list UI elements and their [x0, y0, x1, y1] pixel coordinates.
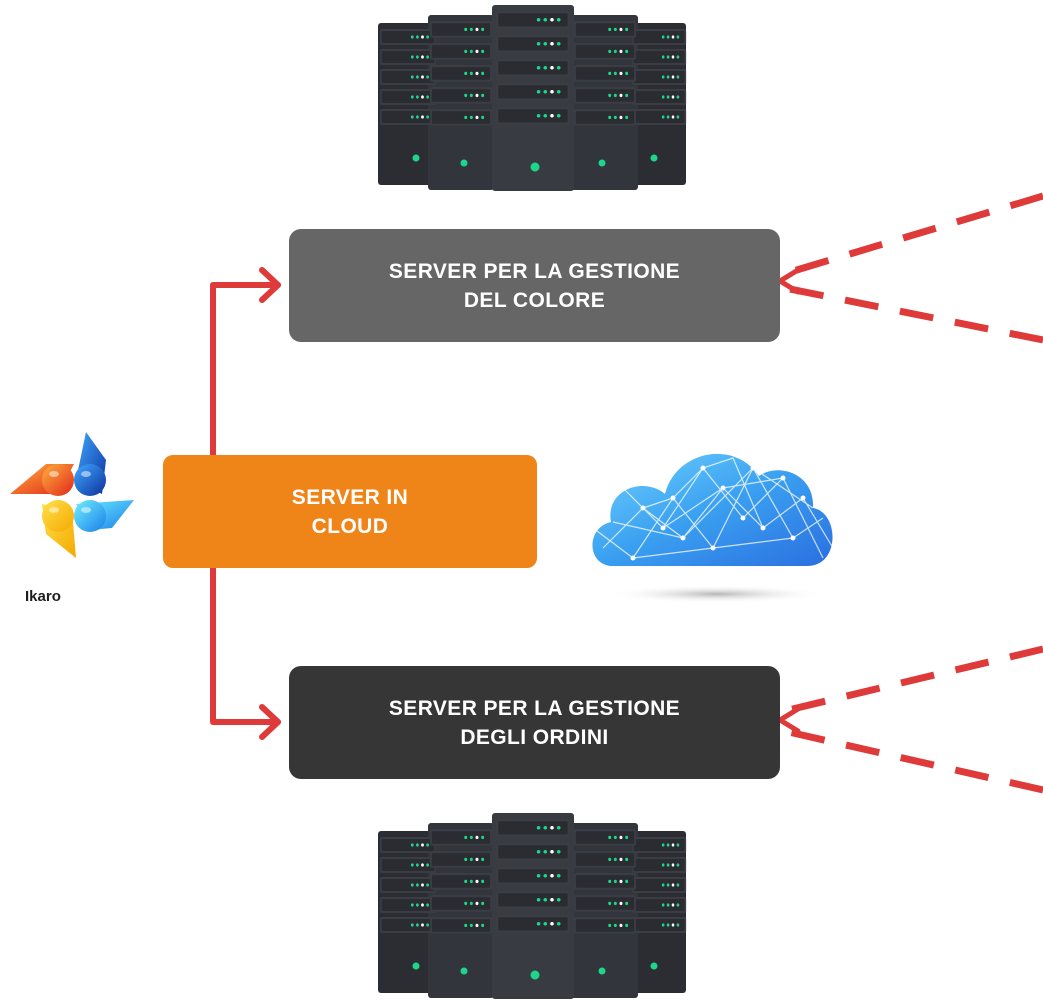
connector-cloud-to-orders: [210, 565, 281, 725]
connector-arrowhead-color: [259, 267, 281, 303]
connector-arrowhead-orders: [259, 704, 281, 740]
orders-server-label-line1: SERVER PER LA GESTIONE: [388, 696, 681, 720]
ikaro-logo-label: Ikaro: [25, 588, 61, 605]
color-management-server-box: SERVER PER LA GESTIONE DEL COLORE: [289, 229, 780, 342]
dashed-line-orders-upper: [779, 645, 1043, 716]
top-server-rack-icon: [378, 5, 687, 191]
dashed-line-color-lower: [779, 283, 1043, 344]
connector-cloud-to-color: [210, 282, 281, 458]
dashed-arrowhead-color: [777, 267, 801, 295]
orders-server-label-line2: DEGLI ORDINI: [460, 725, 609, 749]
orders-management-server-box: SERVER PER LA GESTIONE DEGLI ORDINI: [289, 666, 780, 779]
cloud-server-box: SERVER IN CLOUD: [163, 455, 537, 568]
cloud-server-label-line2: CLOUD: [311, 514, 389, 538]
dashed-arrowhead-orders: [777, 706, 801, 734]
dashed-line-orders-lower: [779, 726, 1043, 794]
ikaro-logo-icon: [10, 432, 134, 558]
color-server-label-line1: SERVER PER LA GESTIONE: [388, 259, 681, 283]
dashed-line-color-upper: [778, 192, 1043, 279]
color-server-label-line2: DEL COLORE: [463, 288, 606, 312]
cloud-network-icon: [592, 453, 833, 603]
bottom-server-rack-icon: [378, 813, 687, 999]
cloud-server-label-line1: SERVER IN: [291, 485, 409, 509]
